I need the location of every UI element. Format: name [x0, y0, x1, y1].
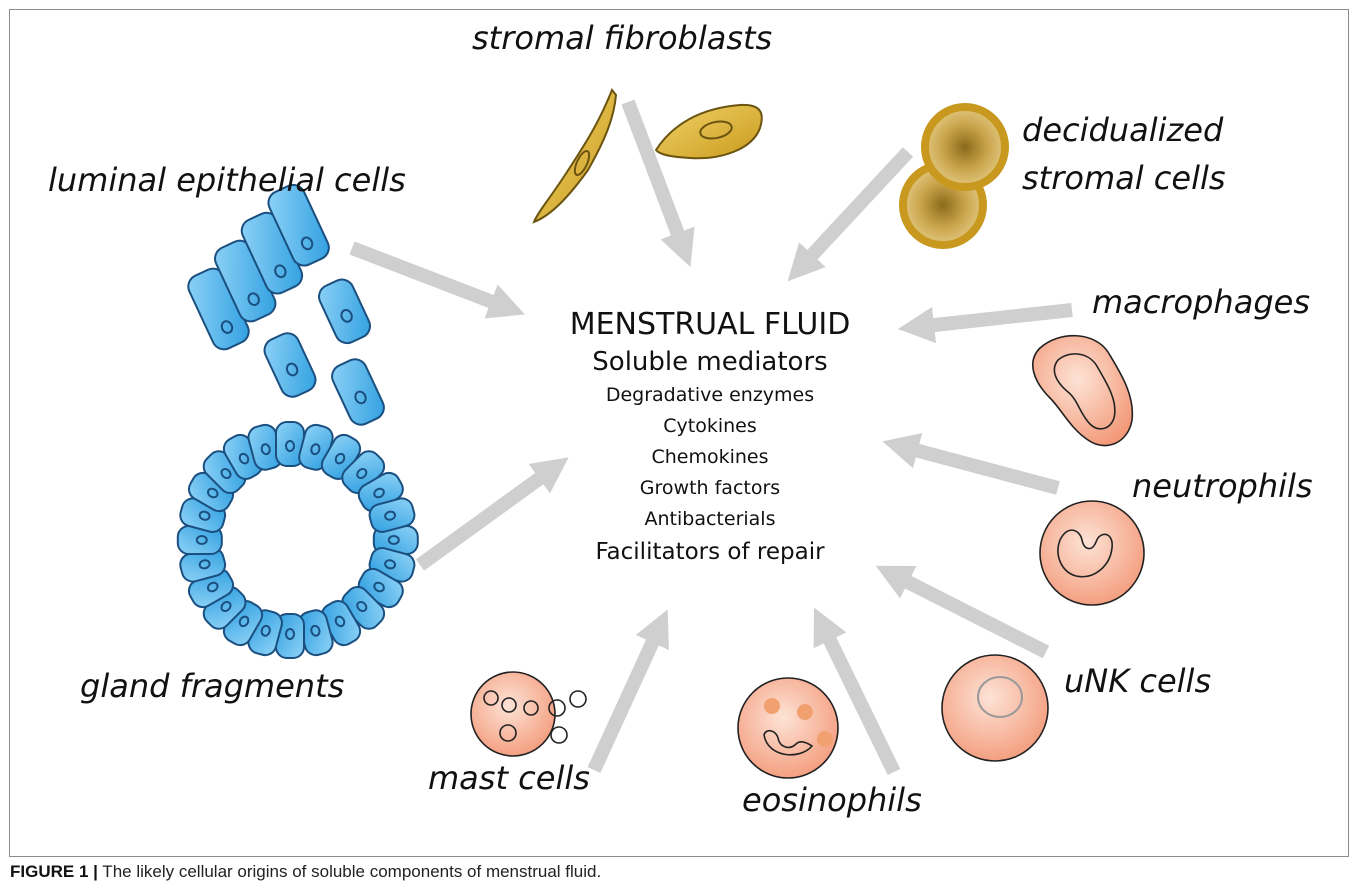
label-unk-cells: uNK cells [1064, 665, 1211, 697]
arrow-from-fibroblasts [628, 102, 684, 250]
label-mast-cells: mast cells [428, 762, 590, 794]
mediator-item: Degradative enzymes [510, 380, 910, 411]
label-decidualized-stromal-cells: stromal cells [1022, 162, 1226, 194]
fibroblast-cell [534, 90, 616, 222]
arrow-from-epithelial [352, 248, 508, 308]
center-subtitle: Soluble mediators [510, 344, 910, 380]
mediator-item: Chemokines [510, 442, 910, 473]
mediator-item: Cytokines [510, 411, 910, 442]
figure-label: FIGURE 1 | [10, 862, 98, 881]
label-eosinophils: eosinophils [742, 784, 922, 816]
luminal-epithelial-cells [167, 181, 388, 429]
decidualized-cells [903, 107, 1005, 245]
label-neutrophils: neutrophils [1132, 470, 1313, 502]
figure-caption: FIGURE 1 | The likely cellular origins o… [10, 862, 601, 882]
neutrophil-cell [1040, 501, 1144, 605]
mediator-item: Growth factors [510, 473, 910, 504]
arrow-from-macrophages [916, 310, 1072, 327]
label-macrophages: macrophages [1092, 286, 1310, 318]
label-gland-fragments: gland fragments [80, 670, 344, 702]
center-footer: Facilitators of repair [510, 535, 910, 569]
fibroblast-cell [656, 105, 762, 158]
center-title: MENSTRUAL FLUID [510, 306, 910, 344]
label-stromal-fibroblasts: stromal fibroblasts [472, 22, 772, 54]
arrow-from-unk [892, 574, 1046, 652]
caption-text: The likely cellular origins of soluble c… [98, 862, 601, 881]
eosinophil-cell [738, 678, 838, 778]
mediator-item: Antibacterials [510, 504, 910, 535]
arrow-from-neutrophils [900, 446, 1058, 488]
menstrual-fluid-box: MENSTRUAL FLUID Soluble mediators Degrad… [510, 306, 910, 569]
gland-fragment [178, 422, 418, 658]
label-luminal-epithelial-cells: luminal epithelial cells [48, 164, 406, 196]
label-decidualized: decidualized [1022, 114, 1223, 146]
arrow-from-mast [594, 626, 660, 770]
arrow-from-decidualized [800, 152, 908, 268]
decidual-cell [925, 107, 1005, 187]
macrophage-cell [1033, 336, 1133, 446]
mast-cell [471, 672, 586, 756]
unk-cell [942, 655, 1048, 761]
